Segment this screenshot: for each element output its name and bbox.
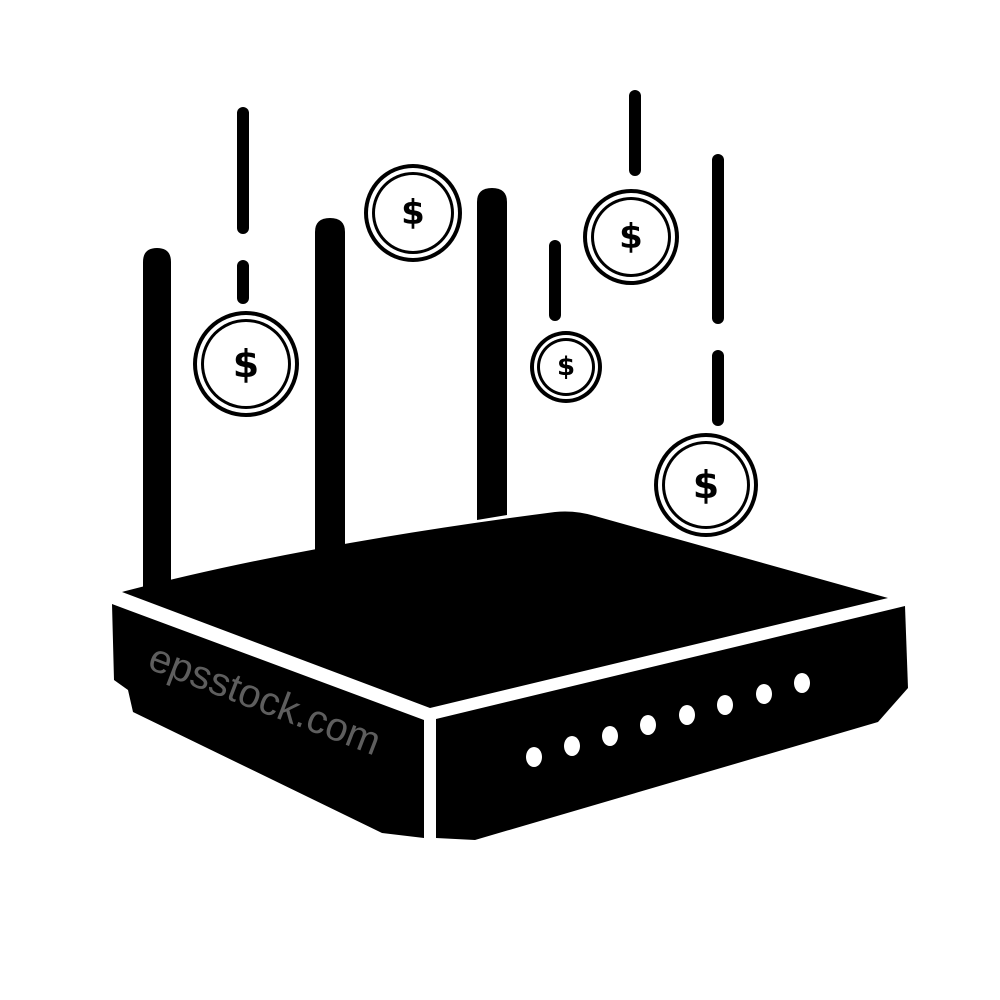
led-6 bbox=[717, 695, 733, 715]
status-leds bbox=[526, 673, 810, 767]
dollar-icon: $ bbox=[557, 352, 575, 382]
coin-trails bbox=[237, 90, 724, 426]
coin-1: $ bbox=[193, 311, 299, 417]
led-7 bbox=[756, 684, 772, 704]
dollar-icon: $ bbox=[233, 342, 259, 386]
router-top bbox=[122, 511, 888, 708]
coin-5: $ bbox=[654, 433, 758, 537]
coins: $ $ $ $ $ bbox=[193, 164, 758, 537]
led-2 bbox=[564, 736, 580, 756]
led-5 bbox=[679, 705, 695, 725]
coin-2: $ bbox=[364, 164, 462, 262]
coin-4: $ bbox=[530, 331, 602, 403]
led-8 bbox=[794, 673, 810, 693]
antenna-2 bbox=[315, 218, 345, 550]
router-right-face bbox=[436, 606, 908, 840]
dollar-icon: $ bbox=[619, 217, 643, 257]
router-body bbox=[112, 511, 908, 842]
router-left-face bbox=[112, 604, 424, 838]
coin-3: $ bbox=[583, 189, 679, 285]
antenna-1 bbox=[143, 248, 171, 590]
antenna-3 bbox=[477, 188, 507, 520]
dollar-icon: $ bbox=[401, 193, 425, 233]
dollar-icon: $ bbox=[693, 463, 719, 507]
led-4 bbox=[640, 715, 656, 735]
led-3 bbox=[602, 726, 618, 746]
antennas bbox=[143, 188, 507, 590]
led-1 bbox=[526, 747, 542, 767]
